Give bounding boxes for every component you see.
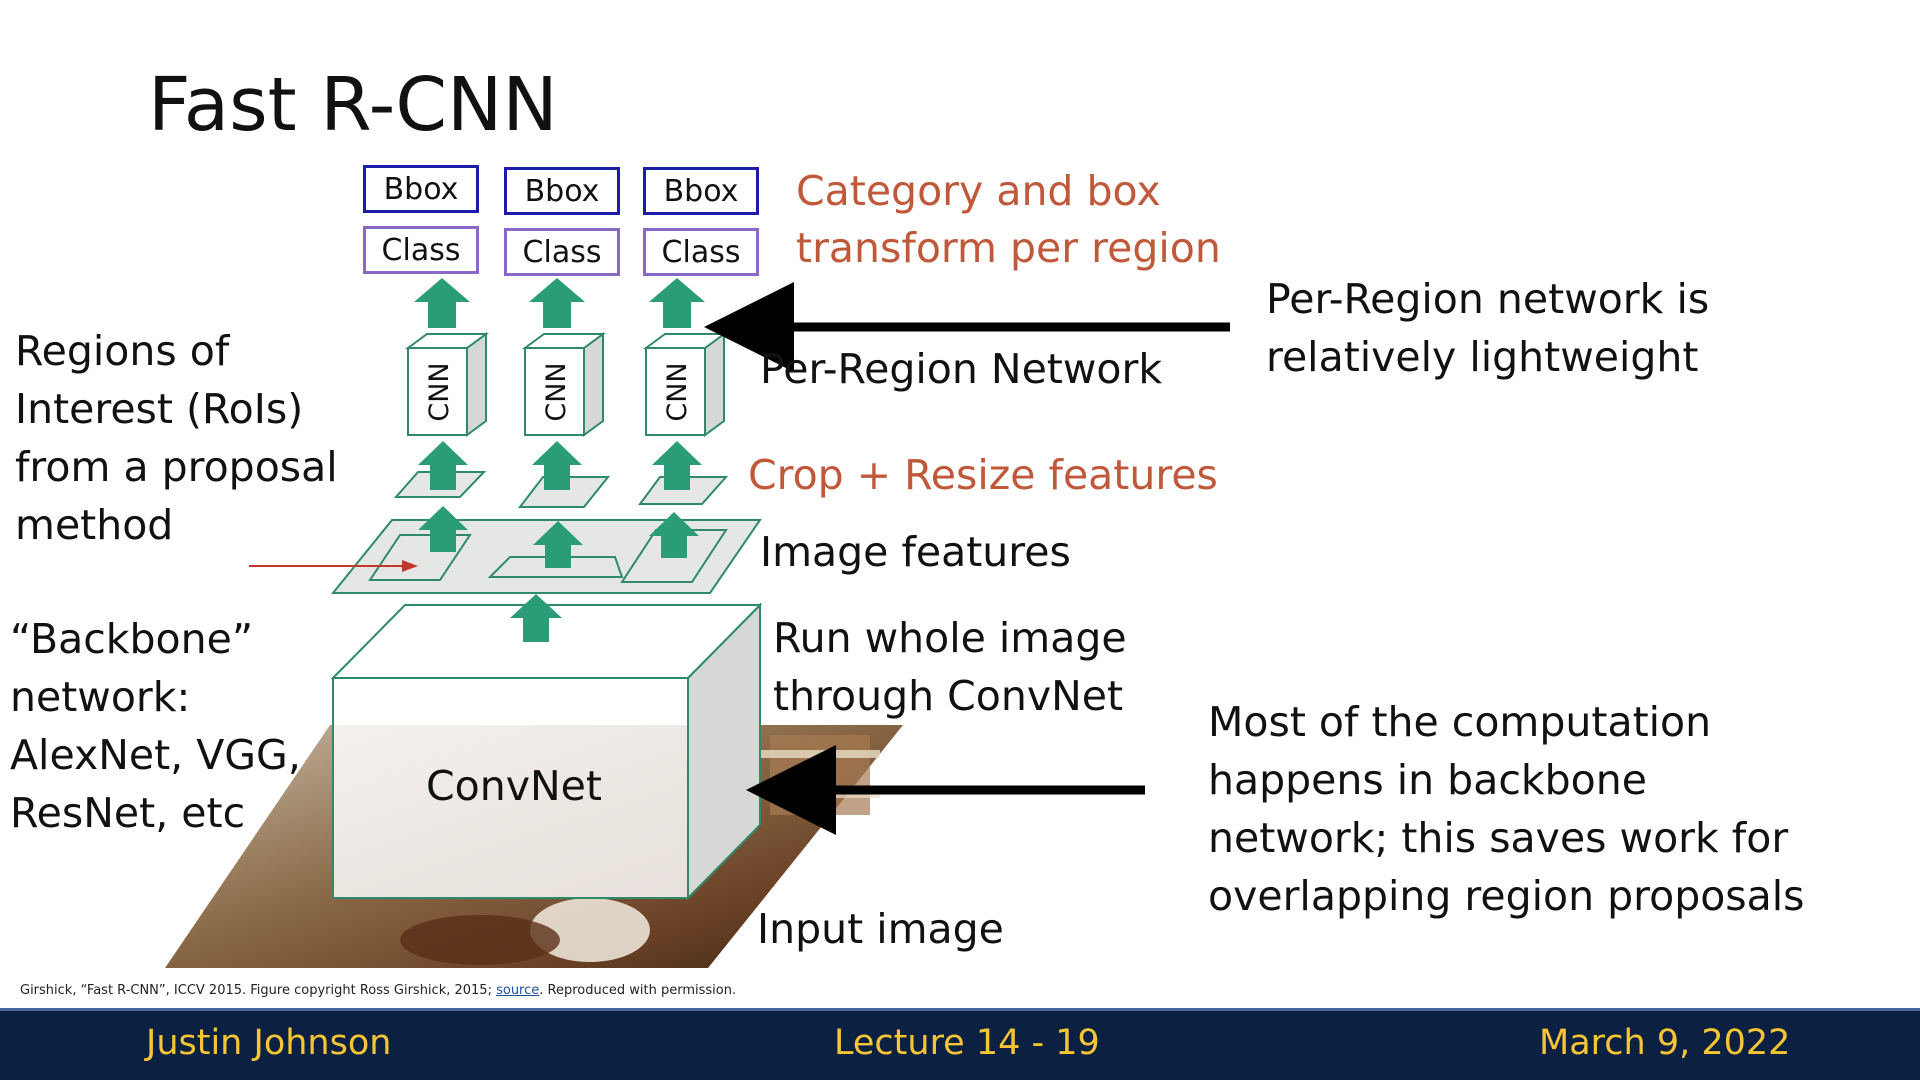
citation-suffix: . Reproduced with permission.	[539, 983, 737, 998]
input-image-label: Input image	[757, 905, 1004, 953]
convnet-box	[330, 602, 763, 901]
up-arrow-icon	[649, 278, 705, 328]
cnn-label-3: CNN	[662, 362, 693, 421]
rois-note-line-2: Interest (RoIs)	[15, 385, 304, 433]
citation: Girshick, “Fast R-CNN”, ICCV 2015. Figur…	[20, 983, 736, 998]
class-output-1: Class	[363, 226, 479, 274]
crop-resize-label: Crop + Resize features	[748, 451, 1218, 499]
run-whole-image-line-1: Run whole image	[773, 614, 1127, 662]
per-region-network-label: Per-Region Network	[760, 345, 1163, 393]
backbone-note-line-4: ResNet, etc	[10, 789, 246, 837]
rois-note-line-4: method	[15, 501, 174, 549]
up-arrow-icon	[418, 506, 468, 552]
cropped-feature-2	[517, 476, 611, 508]
computation-note-line-1: Most of the computation	[1208, 698, 1712, 746]
rois-note-line-1: Regions of	[15, 327, 230, 375]
bbox-output-1: Bbox	[363, 165, 479, 213]
footer-date: March 9, 2022	[1539, 1023, 1791, 1063]
cnn-label-2: CNN	[541, 362, 572, 421]
up-arrow-icon	[418, 441, 468, 490]
cropped-feature-3	[638, 476, 729, 505]
footer-author: Justin Johnson	[146, 1023, 392, 1063]
footer-lecture: Lecture 14 - 19	[834, 1023, 1100, 1063]
per-region-note-line-2: relatively lightweight	[1266, 333, 1699, 381]
up-arrow-icon	[652, 441, 702, 490]
up-arrow-icon	[649, 512, 699, 558]
cnn-label-1: CNN	[424, 362, 455, 421]
backbone-note-line-2: network:	[10, 673, 191, 721]
run-whole-image-line-2: through ConvNet	[773, 672, 1124, 720]
cnn-block-2	[521, 332, 607, 437]
up-arrow-icon	[529, 278, 585, 328]
up-arrow-icon	[414, 278, 470, 328]
cnn-block-1	[404, 332, 490, 437]
footer-bar: Justin Johnson Lecture 14 - 19 March 9, …	[0, 1008, 1920, 1080]
up-arrow-icon	[532, 441, 582, 490]
up-arrow-icon	[533, 521, 583, 568]
backbone-note-line-1: “Backbone”	[10, 615, 254, 663]
class-output-2: Class	[504, 228, 620, 276]
class-output-3: Class	[643, 228, 759, 276]
computation-note-line-3: network; this saves work for	[1208, 814, 1789, 862]
image-features-label: Image features	[760, 528, 1071, 576]
rois-note-line-3: from a proposal	[15, 443, 338, 491]
bbox-output-2: Bbox	[504, 167, 620, 215]
computation-note-line-4: overlapping region proposals	[1208, 872, 1805, 920]
category-box-annotation-line-2: transform per region	[796, 224, 1221, 272]
citation-text: Girshick, “Fast R-CNN”, ICCV 2015. Figur…	[20, 983, 497, 998]
fast-rcnn-diagram: CNN CNN CNN	[165, 278, 1230, 968]
slide-title: Fast R-CNN	[148, 62, 558, 148]
convnet-label: ConvNet	[426, 762, 602, 810]
per-region-note-line-1: Per-Region network is	[1266, 275, 1710, 323]
computation-note-line-2: happens in backbone	[1208, 756, 1647, 804]
bbox-output-3: Bbox	[643, 167, 759, 215]
roi-pointer-arrow	[249, 560, 418, 572]
backbone-note-line-3: AlexNet, VGG,	[10, 731, 301, 779]
category-box-annotation-line-1: Category and box	[796, 167, 1161, 215]
up-arrow-icon	[510, 594, 562, 642]
citation-source-link[interactable]: source	[496, 983, 540, 998]
